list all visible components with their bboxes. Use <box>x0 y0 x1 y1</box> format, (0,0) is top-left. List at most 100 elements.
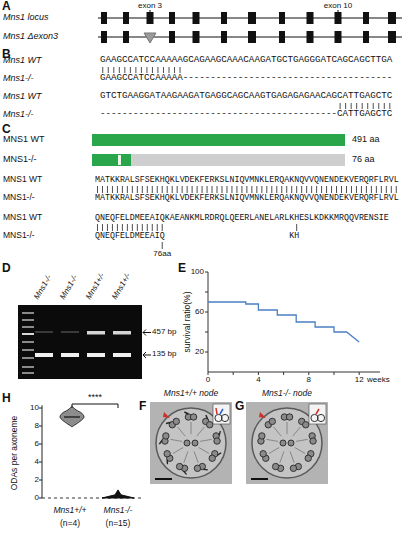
alignment-bar <box>371 186 372 193</box>
gel-band <box>61 353 79 357</box>
exon-box <box>248 12 256 24</box>
exon-box <box>307 31 314 43</box>
tick <box>39 462 42 463</box>
survival-curve <box>208 302 359 342</box>
microtubule-b <box>209 455 215 461</box>
alignment-bar <box>107 186 108 193</box>
microtubule-b <box>163 433 169 439</box>
alignment-bar <box>172 186 173 193</box>
gel-band <box>35 331 53 333</box>
microtubule-b <box>164 451 170 457</box>
violin-shape <box>102 490 134 498</box>
panel-letter: F <box>139 400 146 414</box>
alignment-bar <box>202 186 203 193</box>
inset-doublet <box>221 414 228 421</box>
tick-label: 12 <box>355 375 364 384</box>
microtubule-b <box>173 418 179 424</box>
radial-spoke <box>296 439 308 441</box>
alignment-bar <box>132 186 133 193</box>
alignment-bar <box>102 224 103 231</box>
alignment-bar <box>251 186 252 193</box>
alignment-bar <box>246 186 247 193</box>
tick-label: 60 <box>195 307 204 316</box>
protein-sequence: MATKKRALSFSEKHQKLVDEKFERKSLNIQVMNKLERQAK… <box>95 193 399 203</box>
alignment-bar <box>321 186 322 193</box>
alignment-bar <box>311 186 312 193</box>
outer-dynein-arm <box>159 441 162 445</box>
exon-box <box>279 12 285 24</box>
radial-spoke <box>293 427 301 436</box>
exon-box <box>363 31 369 43</box>
alignment-bar <box>152 186 153 193</box>
radial-spoke <box>200 439 212 441</box>
alignment-bar <box>356 186 357 193</box>
exon-box <box>388 31 396 43</box>
protein-name: MNS1 WT <box>3 134 45 144</box>
alignment-bar <box>341 186 342 193</box>
tick <box>258 372 259 375</box>
pointer-arrow <box>259 412 266 418</box>
protein-bar <box>92 134 345 146</box>
sequence-name: Mns1-/- <box>3 109 34 119</box>
exon-box <box>193 31 200 43</box>
axis-title: survival ratio(%) <box>183 292 193 353</box>
allele-label: Mns1 Δexon3 <box>3 31 58 41</box>
tick <box>283 372 284 375</box>
alignment-bar <box>147 186 148 193</box>
sequence-name: Mns1 WT <box>3 55 42 65</box>
tick <box>205 332 208 333</box>
radial-spoke <box>199 448 209 454</box>
band-arrow <box>143 330 151 336</box>
group-label: Mns1+/+ <box>53 506 86 516</box>
exon-box <box>147 12 154 24</box>
exon-box <box>248 31 256 43</box>
ladder-band <box>22 366 34 368</box>
dna-sequence: ----------------------------------------… <box>100 109 392 120</box>
alignment-bar <box>217 186 218 193</box>
inset-box <box>309 404 326 424</box>
inset-oda <box>216 408 217 414</box>
tick <box>308 372 309 375</box>
dna-sequence: GTCTGAAGGATAAGAAGATGAGGCAGCAAGTGAGAGAGAA… <box>100 91 392 102</box>
alignment-bar <box>366 186 367 193</box>
alignment-bar <box>266 186 267 193</box>
violin-shape <box>60 406 84 427</box>
length-label: 76 aa <box>352 154 375 164</box>
sequence-name: Mns1-/- <box>3 73 34 83</box>
exon-pointer <box>150 10 151 12</box>
tick <box>39 480 42 481</box>
alignment-bar <box>336 186 337 193</box>
significance-bracket <box>72 404 118 408</box>
alignment-bar <box>391 186 392 193</box>
exon-box <box>101 31 107 43</box>
alignment-bar <box>137 224 138 231</box>
tick <box>205 292 208 293</box>
alignment-bar <box>331 186 332 193</box>
alignment-bar <box>261 186 262 193</box>
alignment-bar <box>137 186 138 193</box>
microtubule-b <box>207 422 213 428</box>
dna-sequence: GAAGCCATCCAAAAAGCAGAAGCAAACAAGATGCTGAGGG… <box>100 55 392 66</box>
ladder-band <box>22 372 34 374</box>
inset-ida <box>220 409 223 414</box>
alignment-bar <box>221 186 222 193</box>
microtubule-b <box>272 463 278 469</box>
radial-spoke <box>290 451 294 462</box>
scale-bar <box>155 478 172 480</box>
alignment-bar <box>241 186 242 193</box>
microtubule-b <box>310 438 316 444</box>
alignment-bar <box>351 186 352 193</box>
x-axis <box>208 372 380 373</box>
outer-dynein-arm <box>217 453 221 455</box>
protein-sequence: MATKKRALSFSEKHQKLVDEKFERKSLNIQVMNKLERQAK… <box>95 175 399 185</box>
tick-label: 4 <box>256 375 260 384</box>
radial-spoke <box>170 439 182 441</box>
inset-box <box>213 404 230 424</box>
gel-band <box>113 353 131 357</box>
radial-spoke <box>280 451 284 462</box>
alignment-bar <box>236 186 237 193</box>
radial-spoke <box>178 427 186 436</box>
protein-sequence: QNEQFELDMEEAIQ <box>95 231 165 241</box>
microtubule-b <box>190 414 196 420</box>
ladder-band <box>22 326 34 328</box>
